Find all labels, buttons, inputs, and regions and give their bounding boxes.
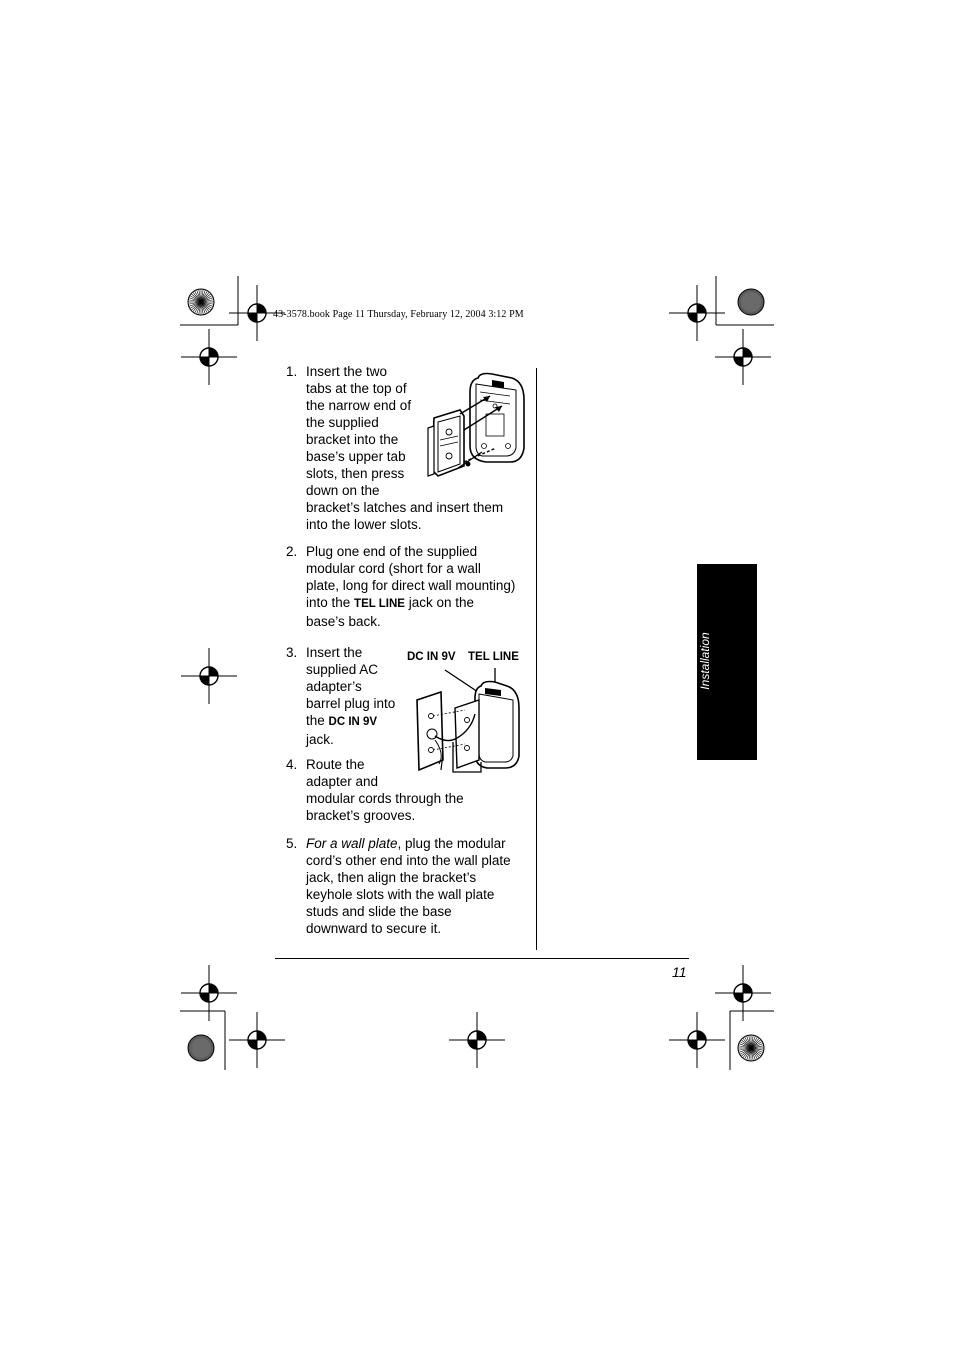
step-5-line: downward to secure it. [306, 921, 442, 936]
step-4-text: Route the adapter and modular cords thro… [306, 756, 464, 824]
section-side-tab [697, 564, 757, 760]
step-5-text: For a wall plate, plug the modular cord’… [306, 835, 511, 937]
step-5: 5. For a wall plate, plug the modular co… [286, 835, 536, 940]
step-5-line: For a wall plate, plug the modular [306, 835, 511, 852]
step-2-text-fragment: into the [306, 595, 355, 610]
step-1-line: tabs at the top of [306, 381, 407, 396]
step-2-line: plate, long for direct wall mounting) [306, 578, 516, 593]
step-2-text-fragment: jack on the [404, 595, 474, 610]
tel-line-jack-label: TEL LINE [354, 598, 405, 610]
step-5-emphasis: For a wall plate [306, 836, 398, 851]
step-5-line: studs and slide the base [306, 904, 452, 919]
step-1-line: Insert the two [306, 364, 388, 379]
step-3-text: Insert the supplied AC adapter’s barrel … [306, 644, 395, 748]
step-3-line: Insert the [306, 645, 363, 660]
step-2: 2. Plug one end of the supplied modular … [286, 543, 536, 633]
section-side-tab-label: Installation [698, 632, 712, 690]
step-2-number: 2. [286, 544, 298, 559]
print-header-info: 43-3578.book Page 11 Thursday, February … [273, 309, 524, 320]
step-3-line: barrel plug into [306, 696, 396, 711]
step-3-line: jack. [306, 732, 334, 747]
dc-in-jack-label: DC IN 9V [328, 716, 378, 728]
step-5-line: cord’s other end into the wall plate [306, 853, 511, 868]
step-3-line: adapter’s [306, 679, 362, 694]
step-4-number: 4. [286, 757, 298, 772]
step-5-number: 5. [286, 836, 298, 851]
step-1: 1. Insert the two tabs at the top of the… [286, 363, 536, 538]
step-1-text: Insert the two tabs at the top of the na… [306, 363, 503, 533]
step-2-line: modular cord (short for a wall [306, 561, 481, 576]
column-divider [536, 368, 537, 950]
step-3-number: 3. [286, 645, 298, 660]
step-1-line: bracket’s latches and insert them [306, 500, 504, 515]
step-4-line: modular cords through the [306, 791, 464, 806]
tel-line-callout: TEL LINE [468, 651, 519, 663]
step-5-line: jack, then align the bracket’s [306, 870, 477, 885]
step-1-line: slots, then press [306, 466, 405, 481]
step-2-line: into the TEL LINE jack on the [306, 594, 536, 613]
step-1-line: the supplied [306, 415, 379, 430]
step-1-line: bracket into the [306, 432, 399, 447]
step-1-number: 1. [286, 364, 298, 379]
bracket-base-illustration [427, 372, 525, 477]
step-5-line: keyhole slots with the wall plate [306, 887, 495, 902]
step-5-text-fragment: , plug the modular [397, 836, 506, 851]
step-3-line: the DC IN 9V [306, 712, 395, 731]
step-3-line: supplied AC [306, 662, 379, 677]
step-4-line: Route the [306, 757, 365, 772]
step-3-text-fragment: the [306, 713, 329, 728]
step-4-line: bracket’s grooves. [306, 808, 416, 823]
step-1-line: the narrow end of [306, 398, 412, 413]
step-2-line: Plug one end of the supplied [306, 544, 478, 559]
step-4: 4. Route the adapter and modular cords t… [286, 756, 526, 826]
step-1-line: into the lower slots. [306, 517, 422, 532]
step-3: 3. Insert the supplied AC adapter’s barr… [286, 644, 416, 749]
step-1-line: base’s upper tab [306, 449, 406, 464]
step-1-line: down on the [306, 483, 380, 498]
wall-plate-cord-illustration [416, 668, 520, 773]
step-2-line: base’s back. [306, 614, 381, 629]
step-2-text: Plug one end of the supplied modular cor… [306, 543, 536, 630]
dc-in-callout: DC IN 9V [407, 651, 456, 663]
step-4-line: adapter and [306, 774, 379, 789]
footer-rule [275, 958, 689, 959]
page-number: 11 [672, 964, 687, 980]
